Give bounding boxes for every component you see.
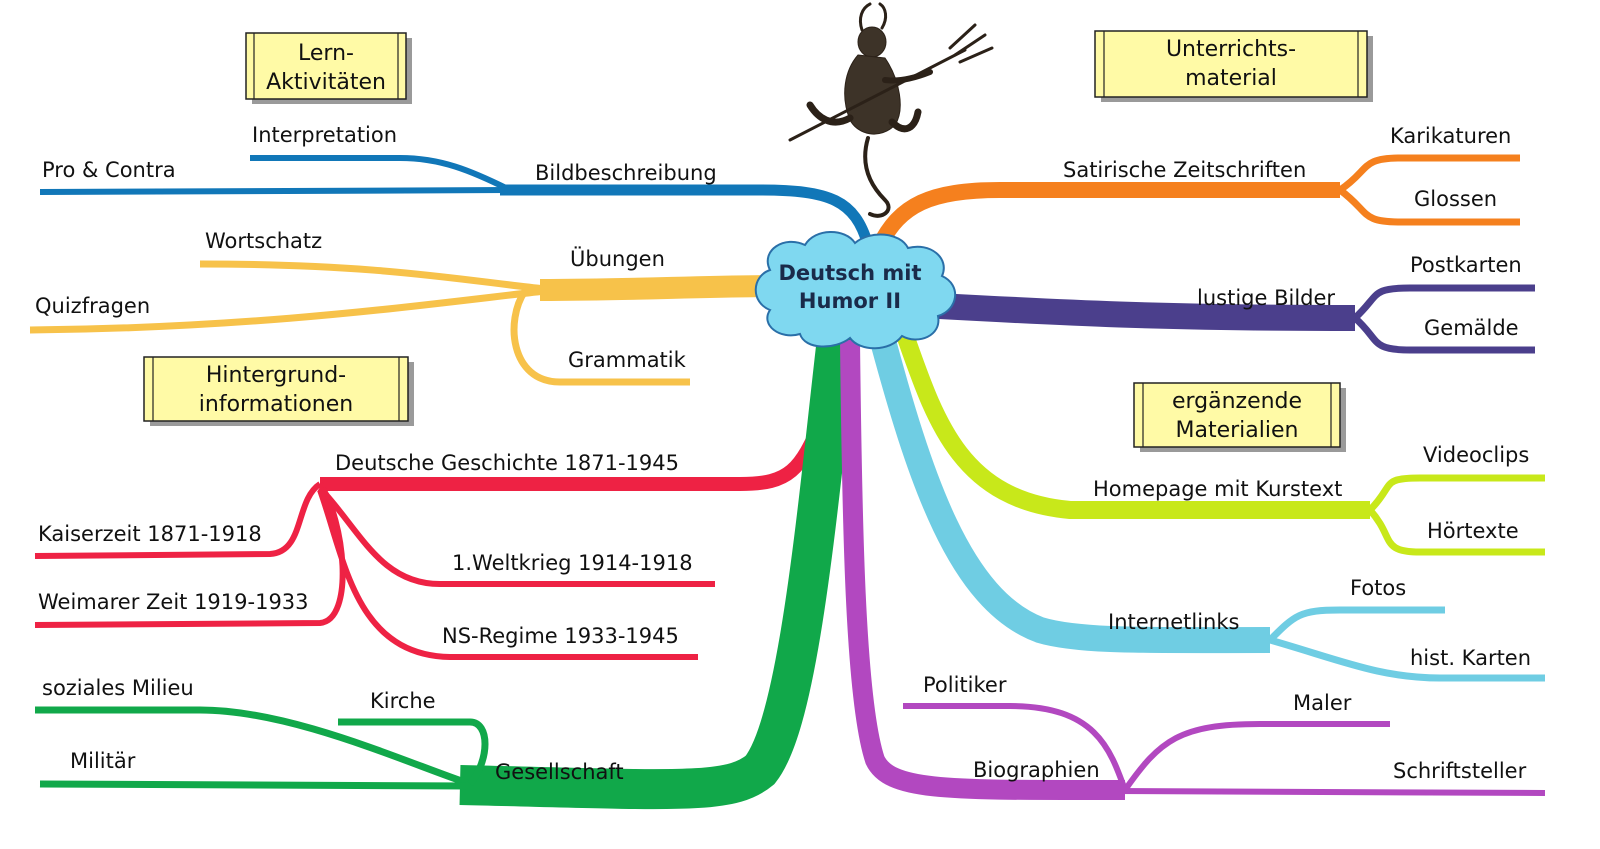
label-bilder: lustige Bilder (1197, 286, 1335, 310)
line-militaer (39, 780, 471, 790)
label-biographien: Biographien (973, 758, 1100, 782)
label-grammatik: Grammatik (568, 348, 687, 372)
label-zeitschriften: Satirische Zeitschriften (1063, 158, 1306, 182)
line-weltkrieg (317, 485, 715, 587)
line-postkarten (1352, 284, 1535, 321)
line-karikaturen (1338, 154, 1520, 193)
line-fotos (1267, 606, 1445, 643)
label-uebungen: Übungen (570, 246, 665, 271)
label-quizfragen: Quizfragen (35, 294, 150, 318)
line-ns-regime (317, 488, 698, 660)
line-hoertexte (1367, 507, 1545, 556)
line-politiker (903, 703, 1128, 792)
label-wortschatz: Wortschatz (205, 229, 322, 253)
label-fotos: Fotos (1350, 576, 1406, 600)
line-schriftsteller (1109, 788, 1546, 796)
header-lern-aktivitaeten: Lern- Aktivitäten (245, 32, 412, 104)
label-militaer: Militär (70, 749, 136, 773)
header-lern-line2: Aktivitäten (266, 70, 386, 95)
label-kaiserzeit: Kaiserzeit 1871-1918 (38, 522, 262, 546)
branch-line-internetlinks (867, 326, 1271, 654)
header-ergaenzend-line1: ergänzende (1172, 389, 1302, 414)
branch-line-homepage (896, 332, 1370, 519)
central-topic-line2: Humor II (799, 289, 901, 313)
devil-illustration (788, 2, 994, 218)
line-videoclips (1367, 474, 1545, 513)
line-quizfragen (29, 287, 546, 334)
branch-line-biographien (840, 339, 1126, 801)
label-soziales-milieu: soziales Milieu (42, 676, 194, 700)
header-ergaenzende-materialien: ergänzende Materialien (1133, 382, 1346, 452)
header-unterricht-line2: material (1185, 66, 1277, 91)
branch-lines (29, 154, 1546, 810)
label-weimarer: Weimarer Zeit 1919-1933 (38, 590, 309, 614)
header-unterrichtsmaterial: Unterrichts- material (1094, 30, 1373, 102)
branch-line-uebungen (539, 275, 791, 301)
label-schriftsteller: Schriftsteller (1393, 759, 1527, 783)
central-cloud-shape (754, 231, 957, 350)
label-weltkrieg: 1.Weltkrieg 1914-1918 (452, 551, 693, 575)
label-internetlinks: Internetlinks (1108, 610, 1239, 634)
label-gemaelde: Gemälde (1424, 316, 1519, 340)
header-lern-line1: Lern- (298, 41, 354, 66)
line-gemaelde (1352, 315, 1535, 354)
line-soziales-milieu (35, 706, 472, 788)
branch-line-bildbeschreibung (500, 184, 874, 247)
branch-line-zeitschriften (872, 182, 1340, 249)
line-kaiserzeit (34, 481, 322, 559)
header-ergaenzend-line2: Materialien (1176, 418, 1299, 443)
branch-line-gesellschaft (459, 327, 858, 810)
label-gesellschaft: Gesellschaft (495, 760, 624, 784)
label-ns-regime: NS-Regime 1933-1945 (442, 624, 679, 648)
label-postkarten: Postkarten (1410, 253, 1522, 277)
header-hintergrund-line1: Hintergrund- (206, 363, 346, 388)
line-kirche (338, 718, 489, 787)
line-pro-contra (39, 187, 521, 195)
branch-labels: Bildbeschreibung Interpretation Pro & Co… (35, 123, 1531, 784)
label-pro-contra: Pro & Contra (42, 158, 176, 182)
line-grammatik (510, 289, 690, 386)
label-videoclips: Videoclips (1423, 443, 1529, 467)
label-karikaturen: Karikaturen (1390, 124, 1511, 148)
label-interpretation: Interpretation (252, 123, 397, 147)
label-hoertexte: Hörtexte (1427, 519, 1519, 543)
header-hintergrundinformationen: Hintergrund- informationen (143, 356, 414, 426)
label-maler: Maler (1293, 691, 1352, 715)
line-maler (1122, 721, 1390, 792)
header-hintergrund-line2: informationen (199, 392, 353, 417)
line-interpretation (250, 155, 512, 193)
label-glossen: Glossen (1414, 187, 1497, 211)
header-unterricht-line1: Unterrichts- (1166, 37, 1296, 62)
label-homepage: Homepage mit Kurstext (1093, 477, 1342, 501)
central-topic: Deutsch mit Humor II (754, 231, 957, 350)
label-politiker: Politiker (923, 673, 1007, 697)
line-hist-karten (1269, 636, 1545, 682)
central-topic-line1: Deutsch mit (779, 261, 922, 285)
line-glossen (1337, 187, 1520, 226)
line-wortschatz (199, 260, 546, 293)
label-kirche: Kirche (370, 689, 436, 713)
label-geschichte: Deutsche Geschichte 1871-1945 (335, 451, 679, 475)
label-bildbeschreibung: Bildbeschreibung (535, 161, 717, 185)
label-hist-karten: hist. Karten (1410, 646, 1531, 670)
branch-line-bilder (919, 292, 1356, 331)
